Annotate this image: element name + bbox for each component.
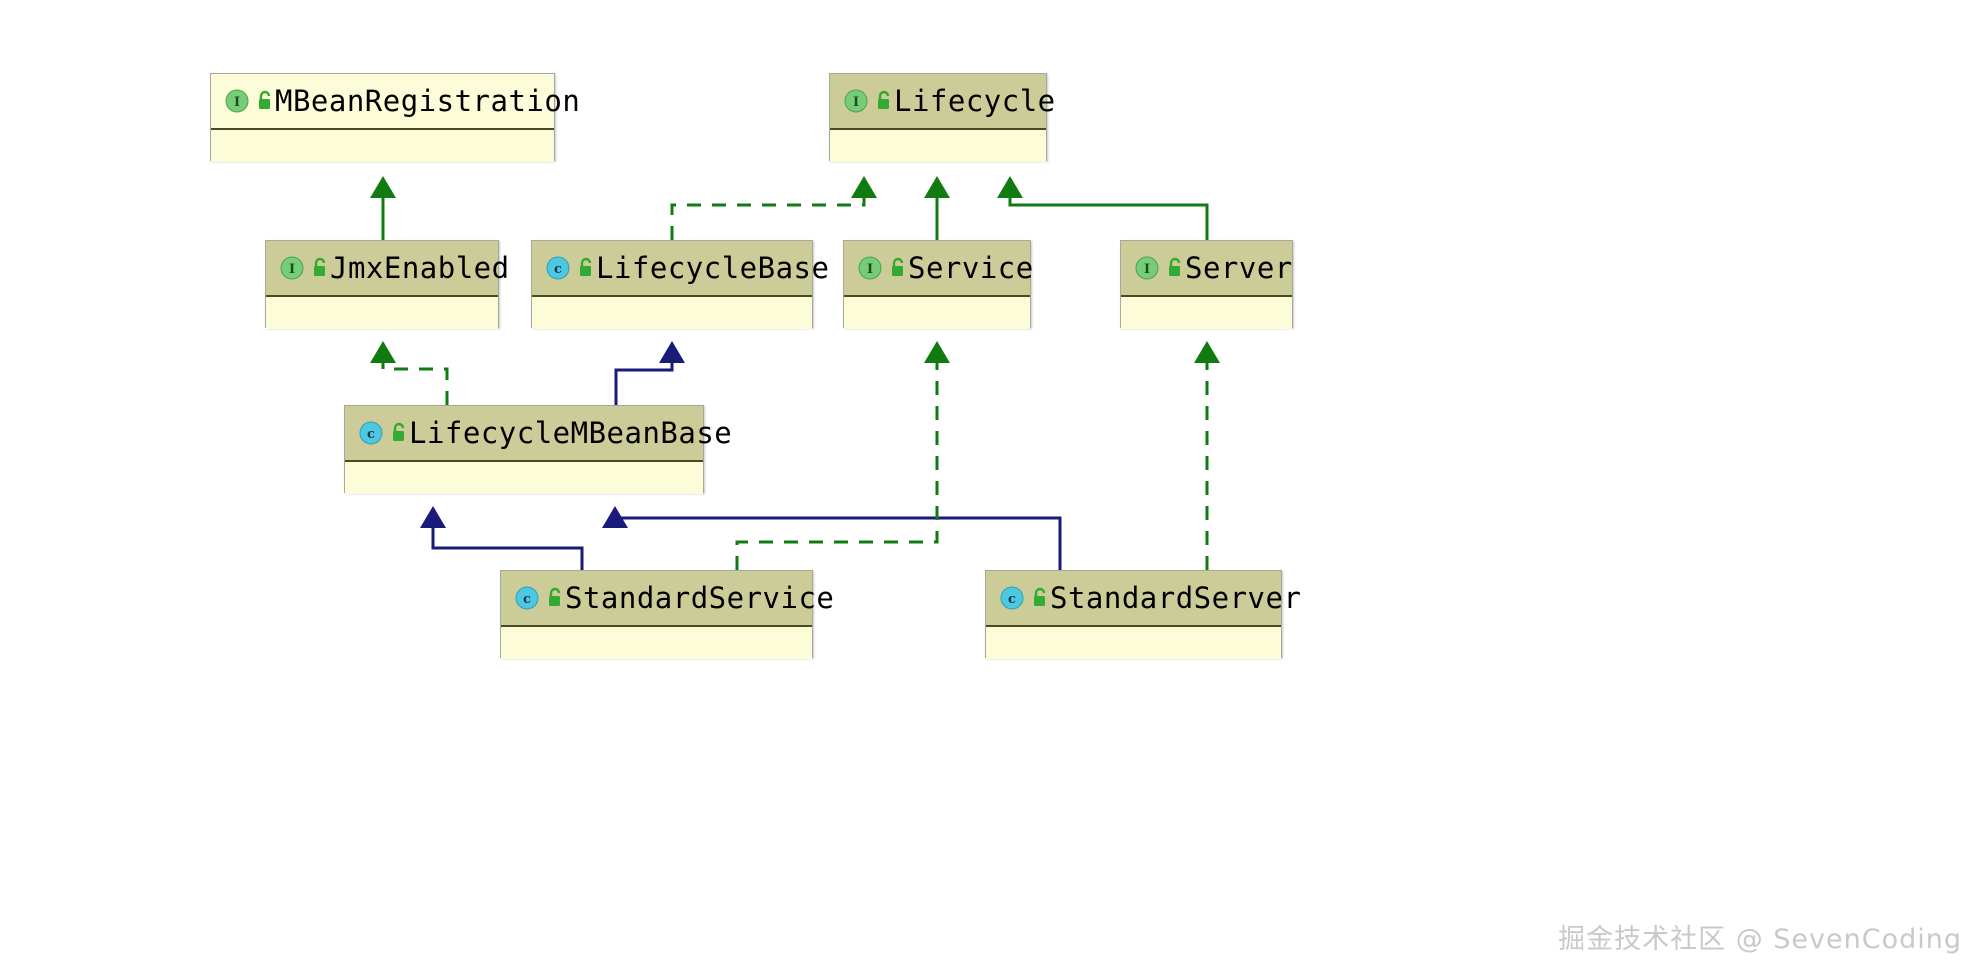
class-node-label: Service [908, 250, 1034, 285]
edge-line [431, 528, 584, 570]
edge-arrowhead-extends [997, 176, 1023, 198]
edge-lifecyclembeanbase-to-jmxenabled [370, 341, 449, 405]
unlocked-icon [549, 587, 561, 606]
edge-line [670, 198, 866, 240]
class-node-header: I Lifecycle [830, 74, 1055, 130]
unlocked-icon [892, 257, 904, 276]
class-node-service[interactable]: I Service [843, 240, 1033, 329]
class-node-label: Lifecycle [894, 83, 1056, 118]
svg-text:c: c [367, 427, 375, 442]
class-node-lifecyclembeanbase[interactable]: c LifecycleMBeanBase [344, 405, 732, 494]
class-node-mbeanregistration[interactable]: I MBeanRegistration [210, 73, 580, 162]
class-icon: c [546, 256, 570, 280]
class-node-label: LifecycleBase [596, 250, 830, 285]
class-node-server[interactable]: I Server [1120, 240, 1293, 329]
class-icon: c [1000, 586, 1024, 610]
class-node-label: Server [1185, 250, 1293, 285]
class-node-lifecyclebase[interactable]: c LifecycleBase [531, 240, 829, 329]
edge-line [1008, 198, 1209, 240]
edge-arrowhead-implements [924, 341, 950, 363]
svg-text:I: I [1144, 262, 1150, 277]
class-node-jmxenabled[interactable]: I JmxEnabled [265, 240, 509, 329]
class-node-label: StandardService [565, 580, 835, 615]
interface-icon: I [225, 89, 249, 113]
edge-standardservice-to-lifecyclembeanbase [420, 506, 584, 570]
class-node-header: I Server [1121, 241, 1292, 297]
watermark-text: 掘金技术社区 @ SevenCoding [1558, 924, 1962, 955]
edge-service-to-lifecycle [924, 176, 950, 240]
edge-arrowhead-extends [602, 506, 628, 528]
class-node-label: LifecycleMBeanBase [409, 415, 733, 450]
unlocked-icon [1169, 257, 1181, 276]
svg-text:c: c [554, 262, 562, 277]
interface-icon: I [280, 256, 304, 280]
edge-standardservice-to-service [735, 341, 950, 570]
edge-arrowhead-extends [370, 176, 396, 198]
edge-jmxenabled-to-mbeanregistration [370, 176, 396, 240]
unlocked-icon [878, 90, 890, 109]
class-icon: c [515, 586, 539, 610]
edge-arrowhead-implements [370, 341, 396, 363]
class-node-lifecycle[interactable]: I Lifecycle [829, 73, 1055, 162]
unlocked-icon [314, 257, 326, 276]
class-node-members [986, 627, 1281, 659]
svg-text:I: I [867, 262, 873, 277]
edge-lifecyclembeanbase-to-lifecyclebase [614, 341, 685, 405]
svg-text:I: I [289, 262, 295, 277]
edge-line [381, 363, 449, 405]
edge-arrowhead-extends [420, 506, 446, 528]
class-node-header: c StandardServer [986, 571, 1301, 627]
class-node-label: MBeanRegistration [275, 83, 581, 118]
edge-lifecyclebase-to-lifecycle [670, 176, 877, 240]
edge-arrowhead-implements [851, 176, 877, 198]
edge-line [735, 363, 939, 570]
unlocked-icon [1034, 587, 1046, 606]
class-node-header: I Service [844, 241, 1033, 297]
svg-text:c: c [523, 592, 531, 607]
edge-arrowhead-implements [1194, 341, 1220, 363]
class-node-header: c StandardService [501, 571, 834, 627]
class-node-members [501, 627, 812, 659]
class-node-members [266, 297, 498, 329]
class-node-members [345, 462, 703, 494]
interface-icon: I [1135, 256, 1159, 280]
unlocked-icon [259, 90, 271, 109]
class-node-header: I JmxEnabled [266, 241, 509, 297]
class-node-header: I MBeanRegistration [211, 74, 580, 130]
svg-text:c: c [1008, 592, 1016, 607]
class-node-header: c LifecycleBase [532, 241, 829, 297]
class-node-members [830, 130, 1046, 162]
unlocked-icon [580, 257, 592, 276]
class-node-members [844, 297, 1030, 329]
edge-line [613, 516, 1062, 570]
edge-line [614, 363, 674, 405]
class-node-members [211, 130, 554, 162]
interface-icon: I [844, 89, 868, 113]
interface-icon: I [858, 256, 882, 280]
unlocked-icon [393, 422, 405, 441]
edge-server-to-lifecycle [997, 176, 1209, 240]
class-node-standardservice[interactable]: c StandardService [500, 570, 834, 659]
svg-text:I: I [234, 95, 240, 110]
class-node-members [532, 297, 812, 329]
class-node-members [1121, 297, 1292, 329]
edge-arrowhead-extends [659, 341, 685, 363]
class-node-label: StandardServer [1050, 580, 1302, 615]
class-node-label: JmxEnabled [330, 250, 510, 285]
class-node-standardserver[interactable]: c StandardServer [985, 570, 1301, 659]
edge-standardserver-to-lifecyclembeanbase [602, 506, 1062, 570]
edge-arrowhead-extends [924, 176, 950, 198]
svg-text:I: I [853, 95, 859, 110]
class-icon: c [359, 421, 383, 445]
class-node-header: c LifecycleMBeanBase [345, 406, 732, 462]
edge-standardserver-to-server [1194, 341, 1220, 570]
